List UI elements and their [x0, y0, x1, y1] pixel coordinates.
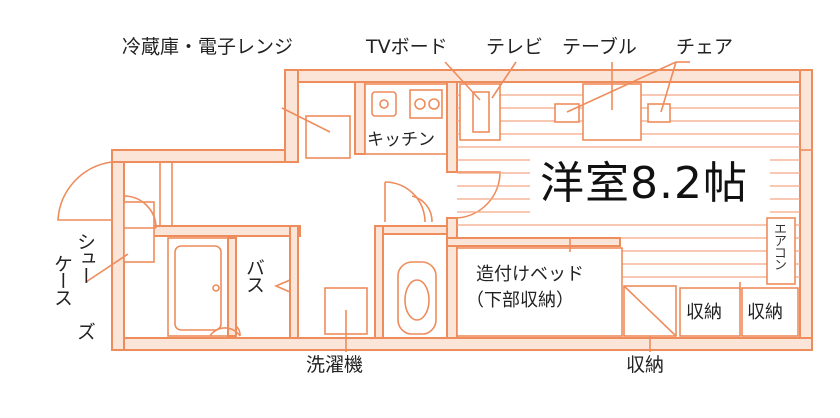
label-kitchen: キッチン — [367, 130, 435, 150]
label-washer: 洗濯機 — [306, 354, 364, 376]
built-in-bed — [456, 247, 623, 337]
storage-b-box — [741, 287, 799, 337]
label-storage-a: 収納 — [686, 302, 722, 323]
chair-left — [554, 103, 580, 123]
aircon — [766, 217, 796, 285]
label-chair: チェア — [676, 36, 734, 58]
label-fridge-microwave: 冷蔵庫・電子レンジ — [122, 36, 294, 58]
label-tv-board: TVボード — [366, 36, 448, 58]
label-built-in-bed: 造付けベッド — [476, 264, 584, 285]
label-built-in-bed-storage: （下部収納） — [466, 290, 574, 311]
label-western-room: 洋室8.2帖 — [540, 158, 748, 209]
kitchen-wall — [354, 81, 366, 155]
shoe-case — [123, 201, 155, 263]
label-shoe-case-3: ケース — [51, 254, 73, 305]
toilet — [397, 261, 437, 335]
label-shoe-case-1: シュー — [74, 232, 96, 283]
label-storage-b: 収納 — [747, 302, 783, 323]
label-aircon: エアコン — [771, 222, 786, 270]
storage-a-box — [679, 287, 741, 337]
fridge-box — [305, 115, 351, 159]
chair-right — [647, 103, 671, 123]
label-tv: テレビ — [486, 36, 544, 58]
label-bath: バス — [243, 258, 265, 292]
tv — [472, 91, 490, 133]
label-storage-c: 収納 — [626, 354, 665, 376]
label-shoe-case-2: ズ — [74, 322, 96, 339]
label-table: テーブル — [562, 36, 637, 58]
